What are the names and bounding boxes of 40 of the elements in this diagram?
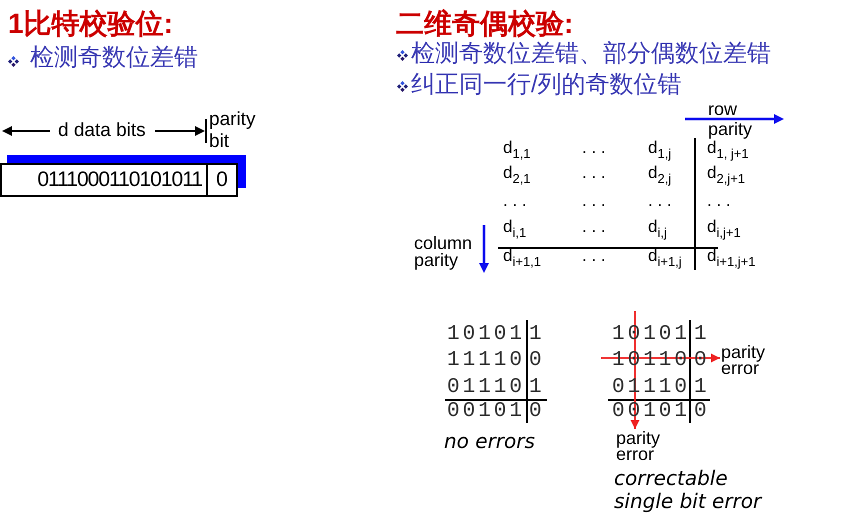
direction-label: parity: [708, 121, 752, 137]
parity-digit: 1: [694, 379, 710, 397]
matrix-entry: . . .: [582, 163, 606, 183]
parity-bit-box: 0: [206, 163, 238, 197]
matrix-entry: d$_{i+1,1}$: [503, 246, 542, 266]
direction-label: column parity: [414, 235, 474, 269]
matrix-entry: d$_{2,1}$: [503, 163, 531, 183]
error-label: parity error: [721, 344, 773, 376]
parity-digit: 1: [694, 326, 710, 344]
error-label: parity error: [616, 430, 668, 462]
caption: no errors: [444, 430, 535, 453]
bullet-text: 检测奇数位差错: [30, 43, 198, 73]
parity-bit-label: parity bit: [209, 109, 256, 153]
bullet-text: 纠正同一行/列的奇数位错: [411, 70, 682, 100]
parity-digit: 0: [529, 352, 545, 370]
matrix-entry: . . .: [648, 191, 672, 211]
bit-row: 01110: [447, 379, 526, 397]
arrow: [630, 311, 640, 429]
bullet-text: 检测奇数位差错、部分偶数位差错: [411, 39, 771, 69]
parity-digit: 1: [529, 379, 545, 397]
data-bits-box: 0111000110101011: [0, 163, 208, 197]
matrix-entry: . . .: [707, 191, 731, 211]
matrix-entry: . . .: [582, 246, 606, 266]
parity-digit: 0: [694, 403, 710, 421]
bit-row: 11110: [447, 352, 526, 370]
matrix-entry: . . .: [582, 138, 606, 158]
bit-row: 00101: [447, 403, 526, 421]
dimension-label: d data bits: [58, 120, 146, 142]
matrix-entry: . . .: [582, 191, 606, 211]
direction-label: row: [708, 101, 738, 117]
section-heading: 1比特校验位:: [8, 7, 173, 41]
matrix-entry: d$_{1,1}$: [503, 138, 531, 158]
matrix-entry: . . .: [582, 217, 606, 237]
matrix-entry: d$_{i,1}$: [503, 217, 526, 237]
bit-row: 10101: [447, 326, 526, 344]
caption: correctable single bit error: [614, 467, 764, 513]
matrix-entry: . . .: [503, 191, 527, 211]
parity-digit: 0: [529, 403, 545, 421]
parity-digit: 1: [529, 326, 545, 344]
section-heading: 二维奇偶校验:: [396, 7, 574, 41]
